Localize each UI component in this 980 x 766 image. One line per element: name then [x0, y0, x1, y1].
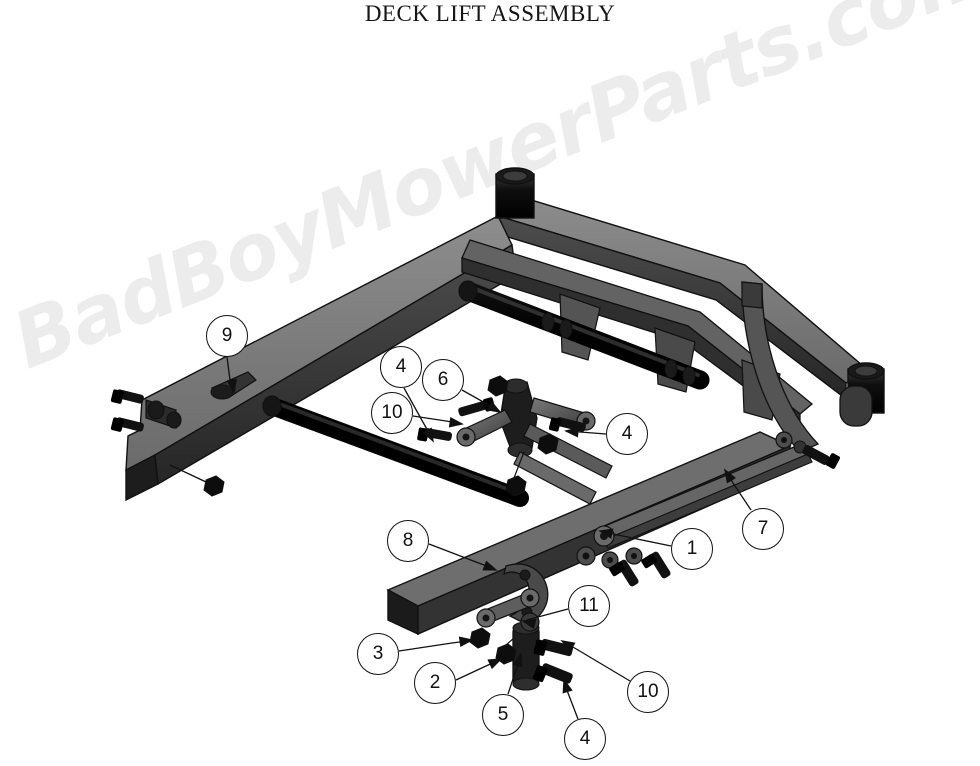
- leader-arrowhead: [724, 468, 736, 484]
- callout-5[interactable]: 5: [482, 694, 524, 736]
- bottom-spacer-block: [512, 612, 540, 691]
- lower-pivot-arm: [476, 588, 540, 628]
- left-end-bolts: [110, 389, 144, 432]
- callout-label: 10: [381, 402, 403, 423]
- left-lock-nut: [169, 464, 225, 497]
- callout-label: 3: [372, 643, 384, 664]
- leader-arrowhead: [560, 640, 576, 652]
- callout-label: 4: [579, 728, 591, 749]
- callout-1[interactable]: 1: [671, 528, 713, 570]
- callout-8[interactable]: 8: [387, 520, 429, 562]
- leader-arrowhead: [564, 427, 580, 438]
- leader-line: [526, 608, 569, 621]
- callout-label: 10: [637, 681, 659, 702]
- callout-10a[interactable]: 10: [371, 392, 413, 434]
- callout-4a[interactable]: 4: [380, 346, 422, 388]
- callout-label: 11: [579, 595, 599, 616]
- leader-arrowhead: [482, 560, 498, 571]
- leader-line: [565, 642, 631, 682]
- callout-6[interactable]: 6: [422, 359, 464, 401]
- leader-arrowhead: [486, 401, 502, 413]
- left-pivot-post: [495, 167, 535, 219]
- callout-9[interactable]: 9: [206, 315, 248, 357]
- callout-label: 2: [429, 672, 441, 693]
- leader-arrowhead: [598, 528, 614, 539]
- leader-arrowhead: [226, 378, 238, 394]
- callout-label: 1: [686, 538, 698, 559]
- bottom-fasteners: [469, 627, 574, 684]
- callout-leader-lines: [226, 356, 752, 720]
- leader-line: [398, 640, 469, 652]
- callout-3[interactable]: 3: [357, 633, 399, 675]
- callout-label: 5: [497, 704, 509, 725]
- leader-arrowhead: [487, 658, 503, 670]
- right-fastener-cluster: [576, 546, 671, 587]
- callout-label: 9: [221, 325, 233, 346]
- leader-arrowhead: [521, 618, 537, 630]
- right-mount-collar: [839, 385, 873, 427]
- callout-label: 4: [621, 423, 633, 444]
- callout-4b[interactable]: 4: [606, 413, 648, 455]
- left-end-clevis: [145, 399, 182, 429]
- leader-arrowhead: [448, 417, 464, 428]
- lift-link-rod: [513, 423, 613, 505]
- upper-torsion-tube: [458, 280, 710, 390]
- leader-arrowhead: [422, 427, 434, 443]
- left-main-rail: [125, 215, 517, 502]
- callout-label: 4: [395, 356, 407, 377]
- leader-arrowhead: [562, 678, 573, 694]
- callout-label: 8: [402, 530, 414, 551]
- lower-torsion-tube: [262, 395, 529, 507]
- leader-arrowhead: [512, 652, 523, 668]
- callout-10b[interactable]: 10: [627, 671, 669, 713]
- callout-label: 7: [757, 518, 769, 539]
- page-title: DECK LIFT ASSEMBLY: [364, 1, 616, 26]
- callout-11[interactable]: 11: [568, 585, 610, 627]
- leader-arrowhead: [458, 636, 474, 647]
- callout-label: 6: [437, 369, 449, 390]
- right-arch-fasteners: [775, 431, 840, 469]
- callout-7[interactable]: 7: [742, 508, 784, 550]
- lift-arm-7: [593, 441, 813, 549]
- callout-4c[interactable]: 4: [564, 718, 606, 760]
- center-hub-nuts: [487, 375, 559, 497]
- callout-2[interactable]: 2: [414, 662, 456, 704]
